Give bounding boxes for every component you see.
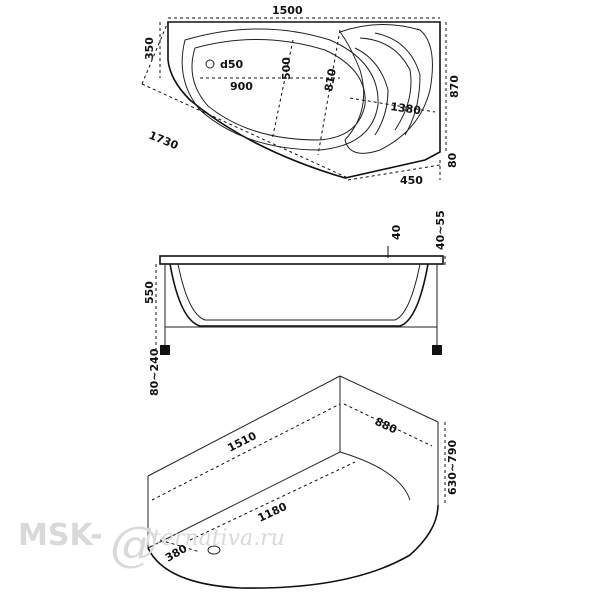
dim-full-diag-ext	[141, 21, 169, 85]
dim-width-line	[343, 403, 433, 447]
side-rim	[159, 255, 444, 265]
drain-icon	[207, 545, 221, 555]
watermark-a: @	[110, 516, 158, 572]
label-width: 880	[373, 415, 400, 437]
dim-diag-line	[349, 97, 436, 113]
label-width: 1500	[272, 4, 303, 17]
label-left-depth: 350	[143, 37, 156, 60]
dim-full-diag-line	[141, 83, 349, 179]
install-view: 1510 880 630~790 1180 380	[147, 375, 459, 589]
label-inner-width: 500	[280, 57, 293, 80]
label-rim-range: 40~55	[434, 210, 447, 250]
basin-inner	[181, 28, 379, 151]
label-height: 550	[143, 281, 156, 304]
watermark-left: MSK-	[18, 518, 103, 553]
dim-length-line	[151, 403, 341, 501]
seat-shell-rib-3	[354, 47, 389, 136]
watermark-right: lternativa.ru	[145, 526, 285, 551]
wall-top-left	[147, 375, 341, 477]
tub-inner-curve	[147, 451, 411, 549]
label-drain: d50	[220, 58, 244, 71]
seat-shell-rib-1	[359, 37, 412, 131]
side-basin-inner	[177, 263, 421, 321]
dim-drain-line	[159, 539, 201, 553]
seat-shell	[339, 24, 433, 154]
label-inner-depth: 810	[322, 67, 339, 92]
top-view: 1500 350 900 d50 500 810 1380 870 1730 4…	[141, 4, 461, 187]
label-inner: 1180	[256, 500, 290, 525]
label-full-diag: 1730	[147, 129, 181, 153]
label-legs: 80~240	[148, 348, 161, 396]
basin-inner-2	[191, 39, 366, 141]
tub-footprint	[147, 504, 439, 589]
label-bottom-short: 450	[400, 174, 423, 187]
wall-top-right	[339, 375, 439, 423]
drain-icon	[205, 59, 215, 69]
dim-inner-width-line	[271, 39, 294, 141]
label-height: 630~790	[446, 440, 459, 495]
label-inner-len: 900	[230, 80, 253, 93]
side-view: 40 40~55 550 80~240	[143, 210, 447, 396]
leg-left	[160, 345, 170, 355]
side-basin	[169, 263, 429, 327]
watermark: MSK- @ lternativa.ru	[18, 516, 285, 572]
seat-shell-rib-2	[374, 32, 421, 136]
label-diag: 1380	[390, 100, 422, 117]
tub-top-outline	[167, 21, 441, 179]
label-corner: 80	[446, 152, 459, 168]
dim-inner-line	[189, 461, 356, 541]
label-right-height: 870	[448, 75, 461, 98]
leg-right	[432, 345, 442, 355]
label-rim: 40	[390, 224, 403, 240]
